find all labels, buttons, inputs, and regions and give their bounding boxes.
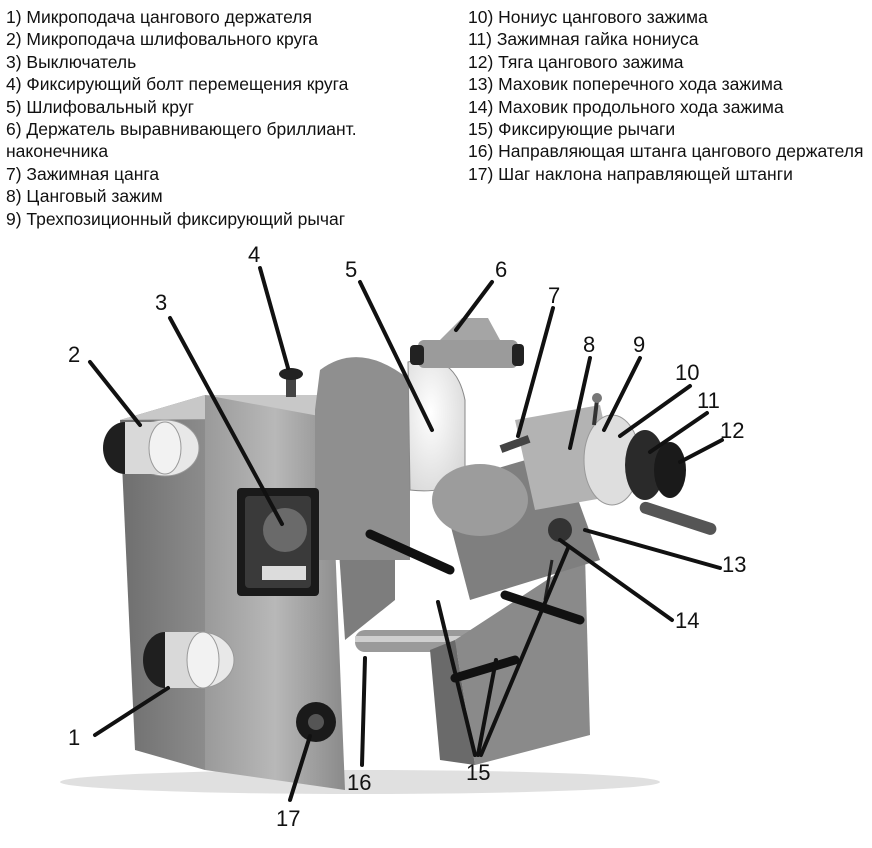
callout-9: 9 <box>633 332 645 357</box>
legend-item-6: 6) Держатель выравнивающего бриллиант. н… <box>6 119 357 162</box>
leader-9 <box>602 356 642 432</box>
legend-item-16: 16) Направляющая штанга цангового держат… <box>468 141 864 162</box>
callout-8: 8 <box>583 332 595 357</box>
callout-10: 10 <box>675 360 699 385</box>
legend-item-11: 11) Зажимная гайка нониуса <box>468 29 699 50</box>
leader-15a <box>436 600 477 757</box>
leader-11 <box>648 411 709 454</box>
legend-item-10: 10) Нониус цангового зажима <box>468 7 708 27</box>
legend-item-5: 5) Шлифовальный круг <box>6 96 194 117</box>
legend-item-3: 3) Выключатель <box>6 51 137 72</box>
legend-item-14: 14) Маховик продольного хода зажима <box>468 96 784 117</box>
leader-10 <box>618 384 692 438</box>
callout-16: 16 <box>347 770 371 795</box>
leader-5 <box>358 280 434 432</box>
leader-14 <box>558 538 674 622</box>
legend-item-2: 2) Микроподача шлифовального круга <box>6 29 318 50</box>
leader-15c <box>479 546 570 757</box>
callout-13: 13 <box>722 552 746 577</box>
leader-13 <box>583 528 722 570</box>
legend-item-9: 9) Трехпозиционный фиксирующий рычаг <box>6 208 346 229</box>
callout-11: 11 <box>697 388 720 413</box>
leader-7 <box>516 306 555 438</box>
legend-item-17: 17) Шаг наклона направляющей штанги <box>468 163 793 184</box>
leader-2 <box>88 360 142 427</box>
callout-5: 5 <box>345 257 357 282</box>
leader-15b <box>476 658 498 757</box>
callout-7: 7 <box>548 283 560 308</box>
leader-lines <box>88 266 724 802</box>
callout-3: 3 <box>155 290 167 315</box>
callout-12: 12 <box>720 418 744 443</box>
leader-1 <box>93 686 170 737</box>
legend-item-15: 15) Фиксирующие рычаги <box>468 119 676 140</box>
leader-17 <box>288 734 312 802</box>
leader-3 <box>168 316 284 526</box>
leader-8 <box>568 356 592 450</box>
callout-2: 2 <box>68 342 80 367</box>
callout-17: 17 <box>276 806 300 831</box>
legend-item-7: 7) Зажимная цанга <box>6 163 160 184</box>
leader-12 <box>678 438 724 464</box>
legend-item-13: 13) Маховик поперечного хода зажима <box>468 74 783 95</box>
legend-item-8: 8) Цанговый зажим <box>6 186 163 207</box>
callout-4: 4 <box>248 242 260 267</box>
machine-illustration <box>60 318 717 794</box>
callout-numbers: 1 2 3 4 5 6 7 8 9 10 11 12 13 14 15 16 1… <box>68 242 746 831</box>
leader-4 <box>258 266 290 370</box>
machine-diagram: 1 2 3 4 5 6 7 8 9 10 11 12 13 14 15 16 1… <box>60 242 746 831</box>
callout-6: 6 <box>495 257 507 282</box>
legend-item-12: 12) Тяга цангового зажима <box>468 51 684 72</box>
legend-item-4: 4) Фиксирующий болт перемещения круга <box>6 74 349 95</box>
callout-14: 14 <box>675 608 699 633</box>
legend-right: 10) Нониус цангового зажима 11) Зажимная… <box>468 6 868 185</box>
legend-item-1: 1) Микроподача цангового держателя <box>6 7 312 27</box>
legend-left: 1) Микроподача цангового держателя 2) Ми… <box>6 6 446 230</box>
leader-6 <box>454 280 494 332</box>
leader-16 <box>360 656 367 767</box>
callout-15: 15 <box>466 760 490 785</box>
callout-1: 1 <box>68 725 80 750</box>
